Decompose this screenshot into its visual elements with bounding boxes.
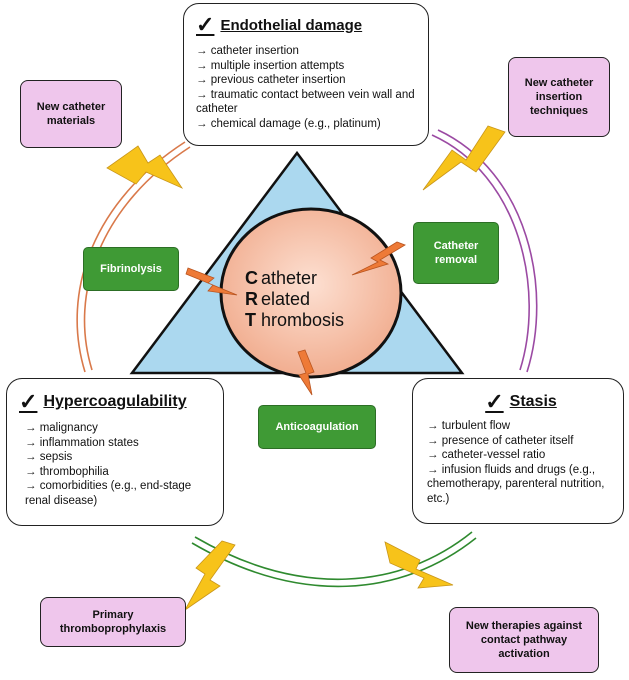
list-item: malignancy: [25, 421, 215, 436]
endothelial-damage-box: ✓ Endothelial damage catheter insertion …: [183, 3, 429, 146]
list-item: turbulent flow: [427, 419, 615, 434]
arc-green: [191, 531, 477, 588]
lightning-icon: [185, 267, 238, 296]
primary-thromboprophylaxis-box: Primary thromboprophylaxis: [40, 597, 186, 647]
list-item: catheter insertion: [196, 44, 418, 59]
new-catheter-materials-box: New catheter materials: [20, 80, 122, 148]
checkmark-icon: ✓: [485, 389, 504, 414]
lightning-icon: [297, 349, 315, 396]
list-item: multiple insertion attempts: [196, 59, 418, 74]
list-item: catheter-vessel ratio: [427, 448, 615, 463]
fibrinolysis-box: Fibrinolysis: [83, 247, 179, 291]
catheter-removal-box: Catheter removal: [413, 222, 499, 284]
list-item: previous catheter insertion: [196, 73, 418, 88]
list-item: thrombophilia: [25, 465, 215, 480]
lightning-icon: [351, 241, 406, 276]
stasis-title: Stasis: [509, 393, 557, 410]
hypercoagulability-list: malignancy inflammation states sepsis th…: [19, 421, 215, 509]
checkmark-icon: ✓: [196, 12, 215, 37]
hypercoagulability-title: Hypercoagulability: [43, 393, 187, 410]
endothelial-damage-list: catheter insertion multiple insertion at…: [196, 44, 418, 132]
list-item: inflammation states: [25, 436, 215, 451]
stasis-box: ✓ Stasis turbulent flow presence of cath…: [412, 378, 624, 524]
hypercoagulability-box: ✓ Hypercoagulability malignancy inflamma…: [6, 378, 224, 526]
anticoagulation-box: Anticoagulation: [258, 405, 376, 449]
stasis-list: turbulent flow presence of catheter itse…: [427, 419, 615, 507]
stasis-heading: ✓ Stasis: [427, 391, 615, 413]
list-item: presence of catheter itself: [427, 434, 615, 449]
arc-purple: [431, 129, 538, 373]
new-therapies-box: New therapies against contact pathway ac…: [449, 607, 599, 673]
lightning-icon: [184, 540, 236, 611]
lightning-icon: [422, 125, 506, 191]
lightning-icon: [384, 541, 454, 589]
list-item: comorbidities (e.g., end-stage renal dis…: [25, 479, 215, 508]
endothelial-damage-heading: ✓ Endothelial damage: [196, 14, 418, 36]
lightning-icon: [106, 145, 184, 189]
list-item: traumatic contact between vein wall and …: [196, 88, 418, 117]
list-item: infusion fluids and drugs (e.g., chemoth…: [427, 463, 615, 507]
list-item: chemical damage (e.g., platinum): [196, 117, 418, 132]
hypercoagulability-heading: ✓ Hypercoagulability: [19, 391, 215, 413]
checkmark-icon: ✓: [19, 389, 38, 414]
list-item: sepsis: [25, 450, 215, 465]
new-insertion-techniques-box: New catheter insertion techniques: [508, 57, 610, 137]
endothelial-damage-title: Endothelial damage: [220, 16, 363, 34]
